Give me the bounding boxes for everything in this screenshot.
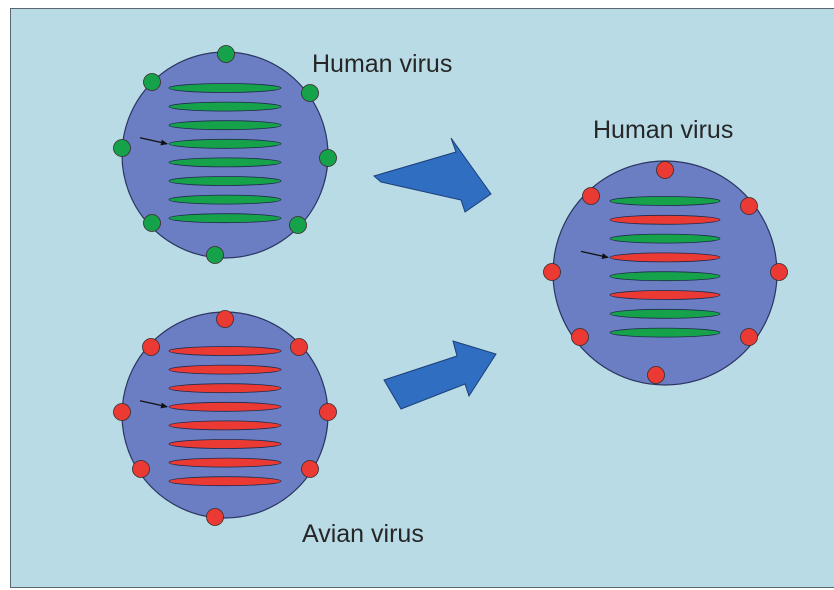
label-human-virus-top: Human virus xyxy=(312,50,452,78)
surface-protein-avian xyxy=(133,461,150,478)
rna-segment-avian xyxy=(610,215,720,224)
rna-segment-avian xyxy=(169,421,281,430)
rna-segment-avian xyxy=(169,384,281,393)
rna-segment-avian xyxy=(169,477,281,486)
surface-protein-avian xyxy=(207,509,224,526)
surface-protein-avian xyxy=(302,461,319,478)
rna-segment-human xyxy=(610,234,720,243)
surface-protein-human xyxy=(114,140,131,157)
surface-protein-avian xyxy=(741,329,758,346)
rna-segment-human xyxy=(169,139,281,148)
rna-segment-human xyxy=(610,197,720,206)
surface-protein-avian xyxy=(741,198,758,215)
surface-protein-human xyxy=(320,150,337,167)
rna-segment-human xyxy=(610,328,720,337)
rna-segment-avian xyxy=(169,402,281,411)
rna-segment-avian xyxy=(610,291,720,300)
surface-protein-avian xyxy=(143,339,160,356)
surface-protein-human xyxy=(207,247,224,264)
surface-protein-human xyxy=(144,74,161,91)
rna-segment-human xyxy=(169,121,281,130)
rna-segment-human xyxy=(169,158,281,167)
rna-segment-avian xyxy=(169,347,281,356)
surface-protein-human xyxy=(302,85,319,102)
surface-protein-avian xyxy=(320,404,337,421)
rna-segment-human xyxy=(169,84,281,93)
rna-segment-human xyxy=(169,177,281,186)
rna-segment-avian xyxy=(169,458,281,467)
surface-protein-avian xyxy=(114,404,131,421)
rna-segment-human xyxy=(610,272,720,281)
surface-protein-avian xyxy=(572,329,589,346)
label-human-virus-right: Human virus xyxy=(593,116,733,144)
rna-segment-human xyxy=(169,102,281,111)
surface-protein-human xyxy=(290,217,307,234)
rna-segment-avian xyxy=(610,253,720,262)
surface-protein-avian xyxy=(544,264,561,281)
surface-protein-human xyxy=(218,46,235,63)
surface-protein-avian xyxy=(217,311,234,328)
surface-protein-avian xyxy=(771,264,788,281)
rna-segment-avian xyxy=(169,440,281,449)
rna-segment-human xyxy=(169,195,281,204)
surface-protein-human xyxy=(144,215,161,232)
surface-protein-avian xyxy=(648,367,665,384)
surface-protein-avian xyxy=(657,162,674,179)
rna-segment-human xyxy=(610,309,720,318)
surface-protein-avian xyxy=(291,339,308,356)
rna-segment-avian xyxy=(169,365,281,374)
rna-segment-human xyxy=(169,214,281,223)
surface-protein-avian xyxy=(583,188,600,205)
label-avian-virus: Avian virus xyxy=(302,520,424,548)
